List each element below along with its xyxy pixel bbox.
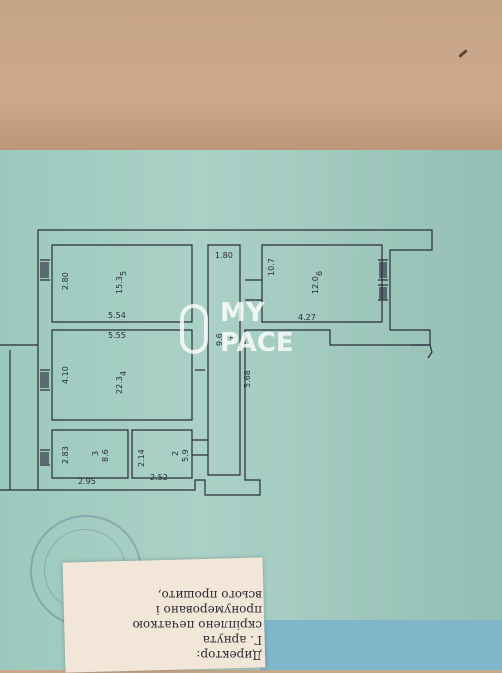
room-5-area: 15.3 xyxy=(115,276,124,294)
floor-plan: 5.54 1.80 5.55 10.7 4.27 2.80 4.10 2.83 … xyxy=(0,229,433,496)
dim-top-left-room-width: 5.54 xyxy=(108,311,126,320)
dim-corridor-length: 5.68 xyxy=(243,370,252,388)
blue-cover-corner xyxy=(260,620,502,670)
dim-corridor-width-top: 1.80 xyxy=(215,251,233,260)
watermark-line1: MY xyxy=(220,298,265,328)
note-line: скріплено печаткою xyxy=(132,618,263,632)
room-1-area: 9.6 xyxy=(215,333,224,346)
dim-left-wall-height: 2.80 xyxy=(61,272,70,290)
room-6-number: 6 xyxy=(315,271,324,276)
watermark-s-logo xyxy=(180,304,208,354)
dim-hall-width: 5.55 xyxy=(108,331,126,340)
note-line: Директор: xyxy=(196,648,262,662)
dim-small-room-width: 2.52 xyxy=(150,473,168,482)
note-line: Г. арнута xyxy=(202,633,262,647)
note-line: всього прошито, xyxy=(157,588,262,602)
note-line: пронумеровано і xyxy=(155,603,262,617)
dim-small-room-height: 2.14 xyxy=(137,449,146,467)
room-2-area: 5.9 xyxy=(181,449,190,462)
dim-mid-room-height: 4.10 xyxy=(61,366,70,384)
room-1-number: 1 xyxy=(229,335,238,340)
room-4-area: 22.3 xyxy=(115,376,124,394)
room-5-number: 5 xyxy=(119,271,128,276)
watermark-line2: PACE xyxy=(220,328,294,358)
room-4-number: 4 xyxy=(119,371,128,376)
dim-bottom-left-width: 2.95 xyxy=(78,477,96,486)
dim-bottom-left-height: 2.83 xyxy=(61,446,70,464)
dim-right-room-height: 10.7 xyxy=(267,258,276,276)
room-6-area: 12.0 xyxy=(311,276,320,294)
wall-background xyxy=(0,0,502,160)
room-3-area: 8.6 xyxy=(101,449,110,462)
room-2-number: 2 xyxy=(171,451,180,456)
dim-right-room-width: 4.27 xyxy=(298,313,316,322)
certification-text: Директор: Г. арнута скріплено печаткою п… xyxy=(72,587,263,662)
room-3-number: 3 xyxy=(91,451,100,456)
